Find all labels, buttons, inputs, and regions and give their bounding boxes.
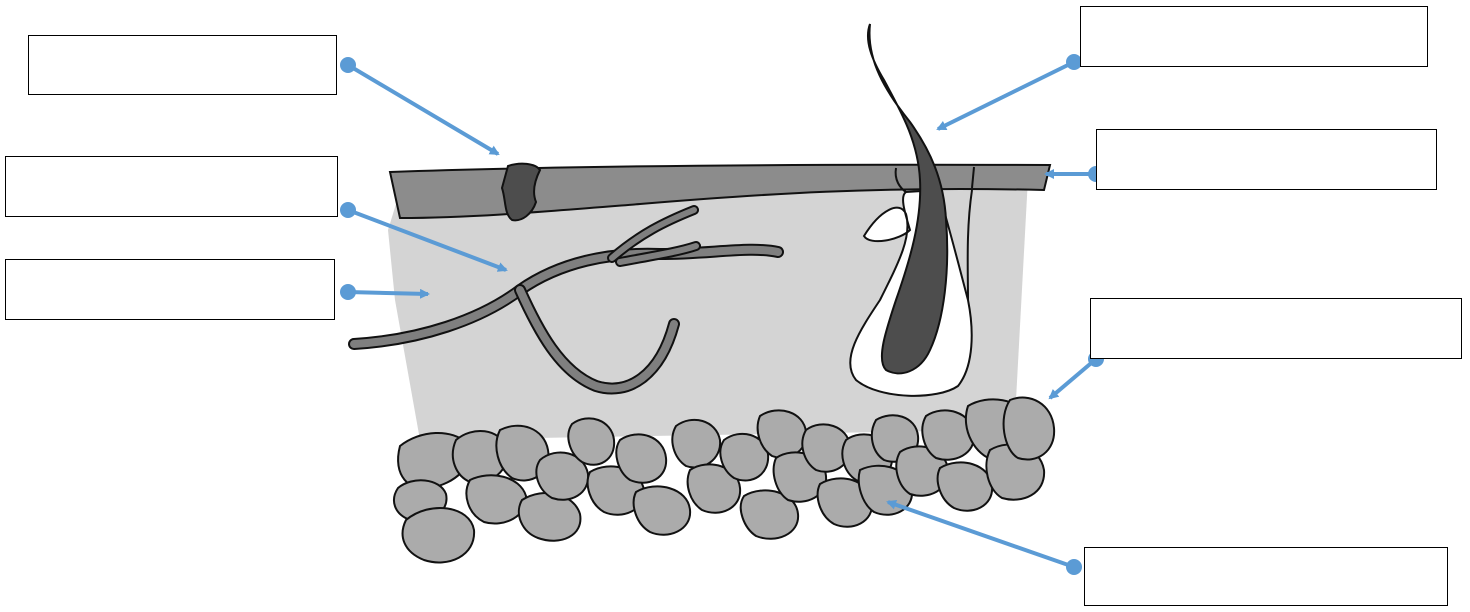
label-box-blood-vessel[interactable] bbox=[5, 156, 338, 217]
label-box-epidermis[interactable] bbox=[1096, 129, 1437, 190]
label-box-hair[interactable] bbox=[1080, 6, 1428, 67]
label-box-pore[interactable] bbox=[28, 35, 337, 95]
label-box-dermis[interactable] bbox=[5, 259, 335, 320]
label-box-hypodermis[interactable] bbox=[1084, 547, 1448, 606]
label-box-fat-cells[interactable] bbox=[1090, 298, 1462, 359]
